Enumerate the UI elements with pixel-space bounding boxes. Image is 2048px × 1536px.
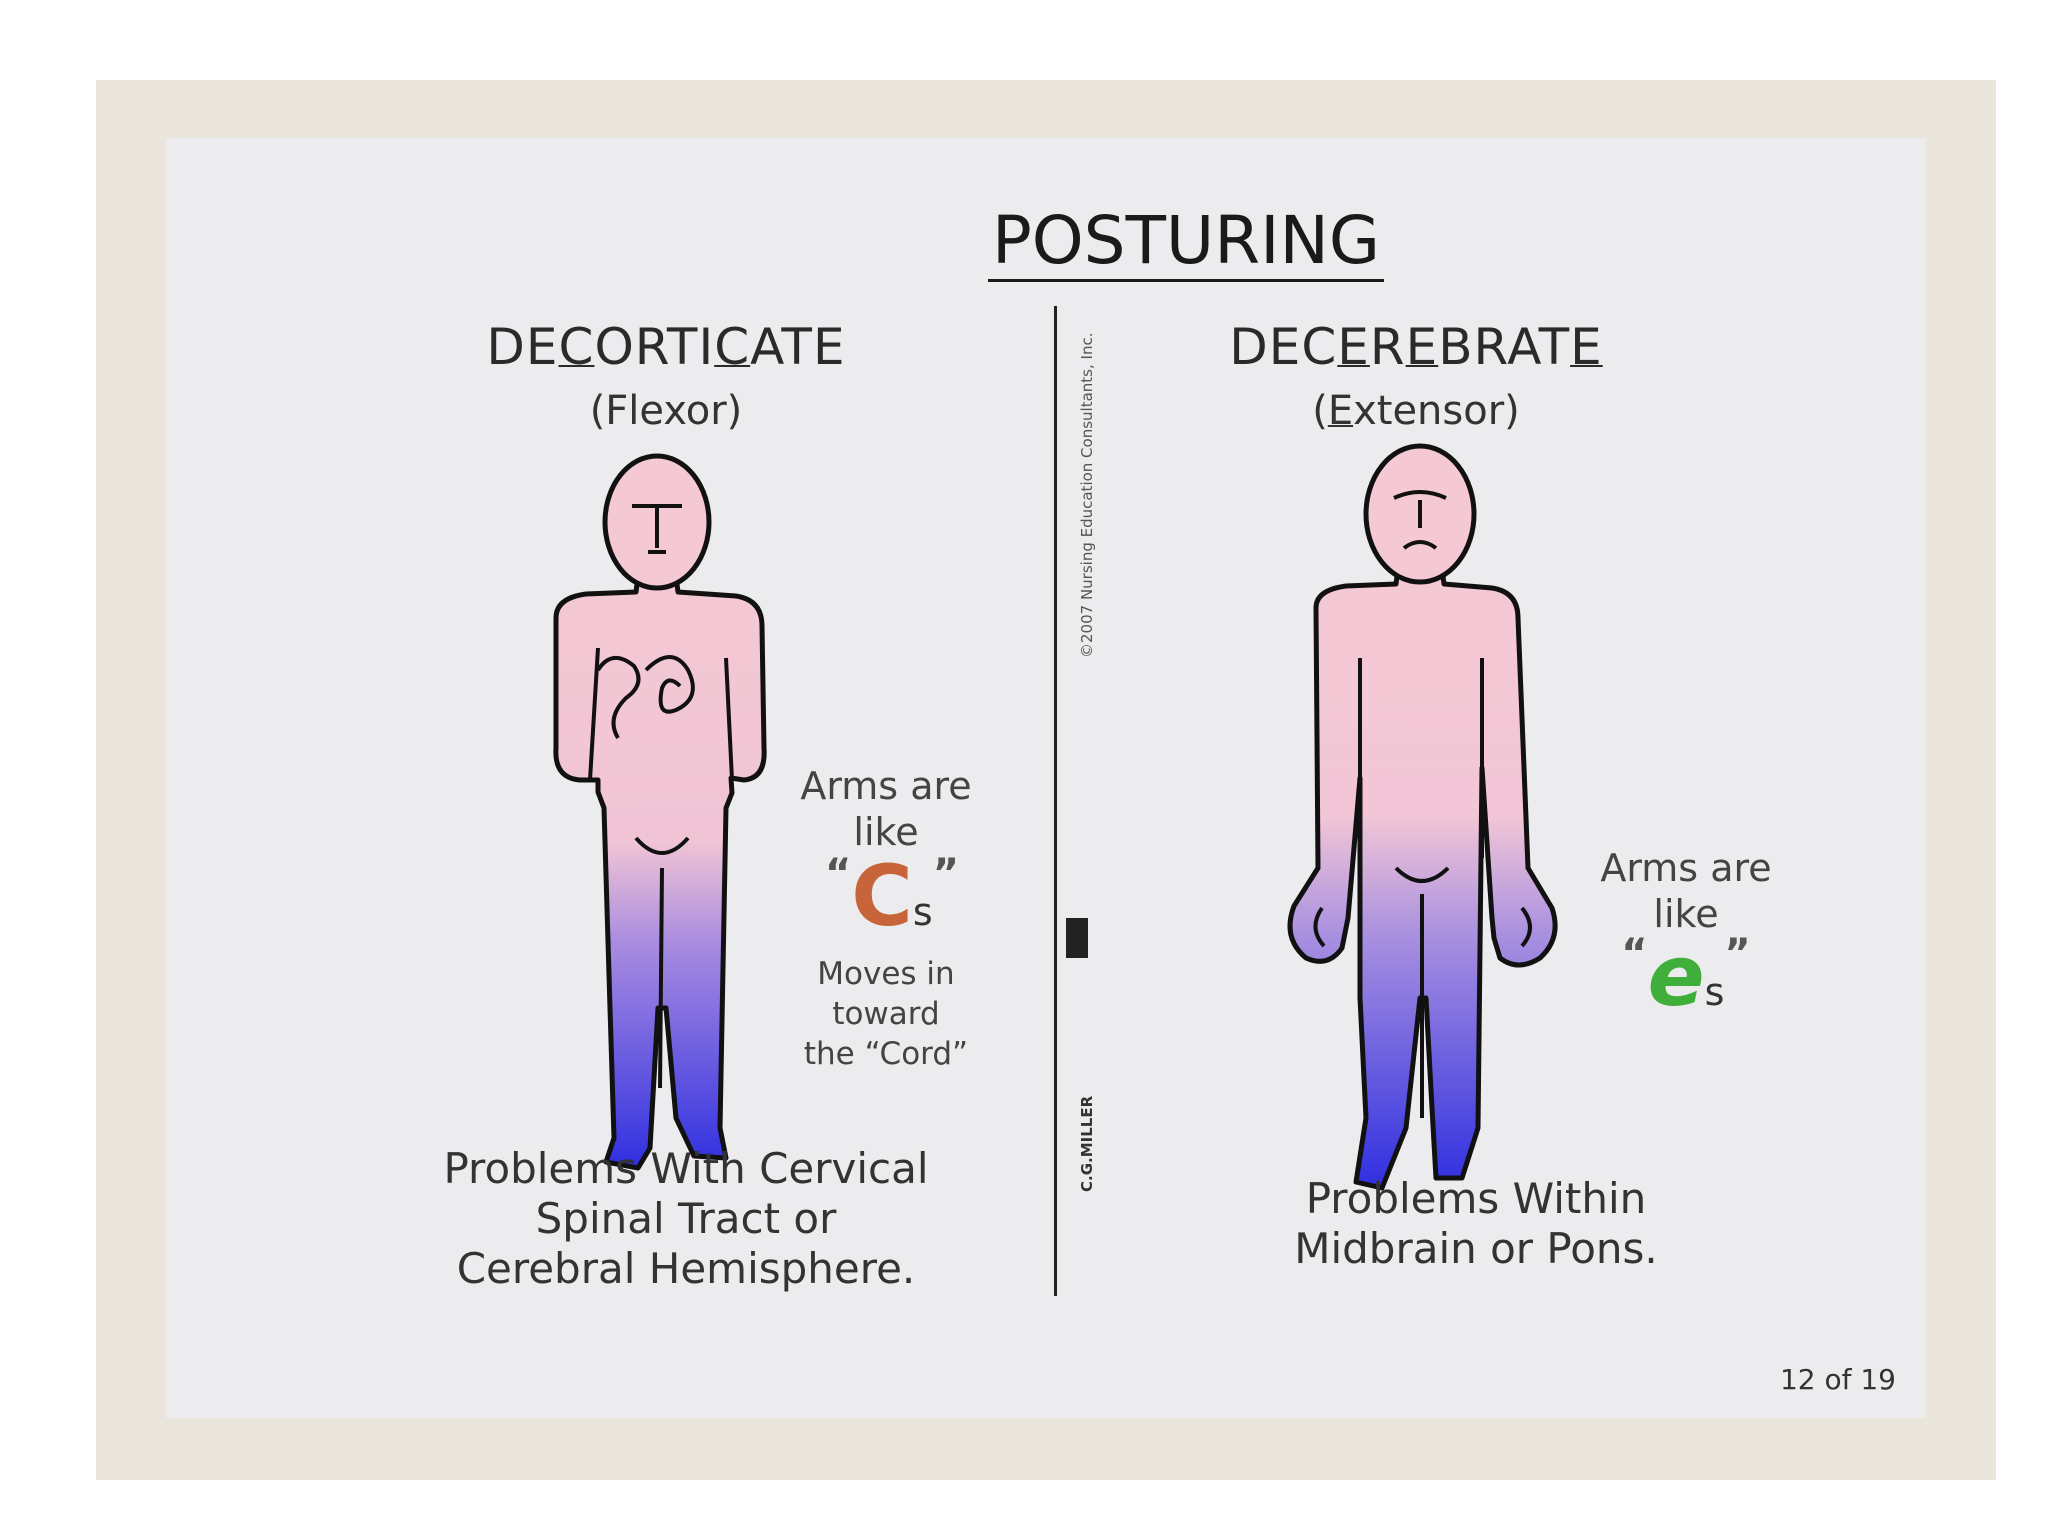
artist-signature: C.G.MILLER	[1078, 1095, 1096, 1192]
decerebrate-note-line2: like	[1653, 892, 1719, 936]
slide: POSTURING DECORTICATE (Flexor) DECEREBRA…	[96, 80, 1996, 1480]
decorticate-detail-3: the “Cord”	[803, 1036, 969, 1072]
decorticate-caption-line3: Cerebral Hemisphere.	[456, 1244, 916, 1293]
center-divider	[1054, 306, 1057, 1296]
decerebrate-heading: DECEREBRATE	[1229, 318, 1603, 376]
decorticate-detail-1: Moves in	[817, 956, 955, 992]
decorticate-subheading: (Flexor)	[589, 388, 743, 434]
decorticate-letter: “Cs”	[824, 847, 960, 945]
decerebrate-subheading: (Extensor)	[1312, 388, 1520, 434]
decerebrate-caption-line2: Midbrain or Pons.	[1294, 1224, 1658, 1273]
decerebrate-figure	[1287, 443, 1558, 1191]
decorticate-note-line1: Arms are	[800, 764, 972, 808]
decorticate-detail-2: toward	[832, 996, 940, 1032]
decerebrate-caption-line1: Problems Within	[1305, 1174, 1647, 1223]
copyright-credit: ©2007 Nursing Education Consultants, Inc…	[1078, 332, 1096, 658]
decorticate-figure	[553, 453, 767, 1171]
decerebrate-note-line1: Arms are	[1600, 846, 1772, 890]
decorticate-caption-line2: Spinal Tract or	[535, 1194, 837, 1243]
page-title: POSTURING	[906, 202, 1466, 282]
page-indicator: 12 of 19	[1779, 1363, 1896, 1396]
decerebrate-letter: “es”	[1621, 927, 1751, 1025]
decorticate-note-line2: like	[853, 810, 919, 854]
decorticate-caption-line1: Problems With Cervical	[443, 1144, 929, 1193]
publisher-logo-icon	[1066, 918, 1088, 958]
slide-content: POSTURING DECORTICATE (Flexor) DECEREBRA…	[166, 138, 1926, 1418]
decorticate-heading: DECORTICATE	[486, 318, 846, 376]
